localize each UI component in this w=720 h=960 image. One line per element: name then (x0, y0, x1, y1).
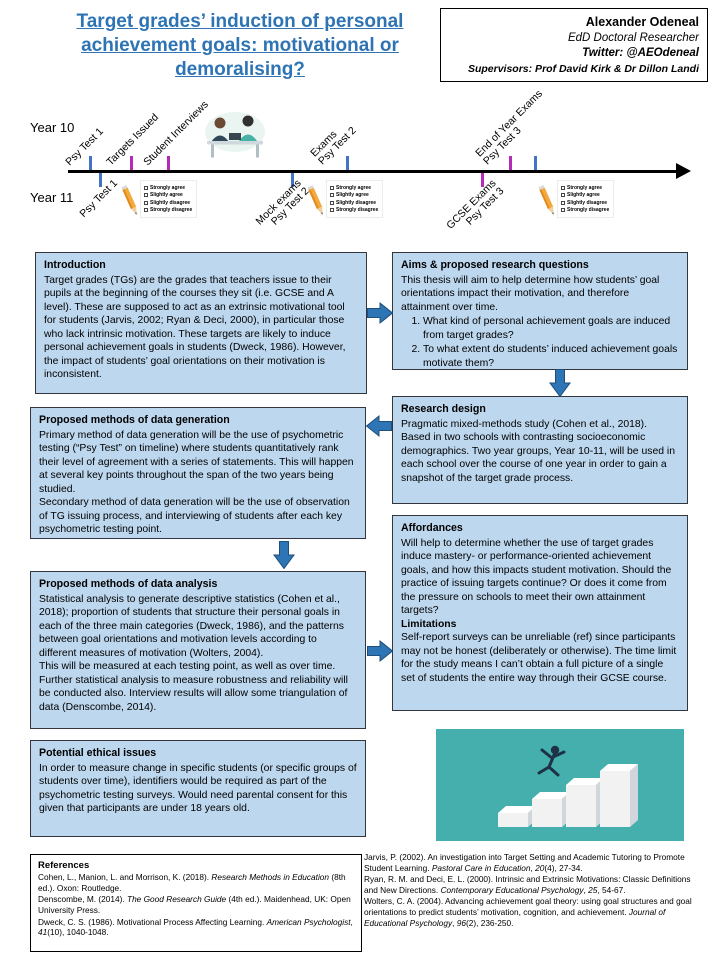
year11-label: Year 11 (30, 190, 74, 205)
timeline-event-label: Mock exams Psy Test 2 (253, 177, 312, 228)
section-body: This will be measured at each testing po… (39, 661, 348, 713)
stairs-success-illustration (436, 729, 684, 841)
timeline-tick (99, 173, 102, 187)
section-introduction: Introduction Target grades (TGs) are the… (35, 252, 367, 394)
section-aims: Aims & proposed research questions This … (392, 252, 688, 370)
timeline-tick (167, 156, 170, 170)
timeline-tick (481, 173, 484, 187)
timeline-event-label: End of Year Exams Psy Test 3 (473, 88, 545, 168)
survey-option: Slightly agree (561, 192, 610, 198)
reference-item: Dweck, C. S. (1986). Motivational Proces… (38, 916, 353, 938)
timeline-tick (509, 156, 512, 170)
author-supervisors: Supervisors: Prof David Kirk & Dr Dillon… (467, 62, 699, 75)
reference-item: Ryan, R. M. and Deci, E. L. (2000). Intr… (364, 874, 691, 895)
reference-item: Wolters, C. A. (2004). Advancing achieve… (364, 896, 692, 928)
timeline-tick (346, 156, 349, 170)
author-role: EdD Doctoral Researcher (567, 31, 699, 44)
checkbox-icon (561, 193, 565, 197)
checkbox-icon (330, 185, 334, 190)
section-data-analysis: Proposed methods of data analysis Statis… (30, 571, 366, 729)
section-data-generation: Proposed methods of data generation Prim… (30, 407, 366, 539)
survey-option: Strongly agree (561, 185, 610, 191)
section-heading: Proposed methods of data generation (39, 414, 230, 426)
survey-option: Strongly disagree (330, 207, 379, 213)
section-body: Pragmatic mixed-methods study (Cohen et … (401, 418, 675, 484)
pencil-icon (121, 185, 137, 215)
research-questions-list: What kind of personal achievement goals … (401, 315, 679, 369)
pencil-icon (307, 185, 323, 215)
timeline-event-label: Exams Psy Test 2 (308, 125, 359, 168)
flow-arrow-right-icon (367, 301, 393, 325)
section-body: Self-report surveys can be unreliable (r… (401, 632, 677, 684)
checkbox-icon (561, 208, 565, 212)
survey-option: Strongly agree (144, 185, 193, 191)
checkbox-icon (330, 193, 334, 197)
research-question: What kind of personal achievement goals … (423, 315, 679, 342)
section-research-design: Research design Pragmatic mixed-methods … (392, 396, 688, 504)
reference-item: Denscombe, M. (2014). The Good Research … (38, 894, 351, 915)
flow-arrow-down-icon (549, 369, 571, 397)
survey-option: Slightly disagree (144, 200, 193, 206)
reference-item: Cohen, L., Manion, L. and Morrison, K. (… (38, 872, 346, 893)
section-body: This thesis will aim to help determine h… (401, 274, 660, 313)
references-box: References Cohen, L., Manion, L. and Mor… (30, 854, 362, 952)
interview-people-illustration (205, 112, 265, 158)
pencil-icon (538, 185, 554, 215)
limitations-heading: Limitations (401, 618, 457, 630)
timeline-axis (68, 170, 680, 173)
author-name: Alexander Odeneal (585, 15, 699, 29)
survey-option: Slightly disagree (330, 200, 379, 206)
references-heading: References (38, 860, 90, 871)
reference-item: Jarvis, P. (2002). An investigation into… (364, 852, 685, 873)
references-column-right: Jarvis, P. (2002). An investigation into… (364, 852, 698, 929)
timeline-tick (89, 156, 92, 170)
section-affordances-limitations: Affordances Will help to determine wheth… (392, 515, 688, 711)
survey-option: Slightly agree (330, 192, 379, 198)
year10-label: Year 10 (30, 120, 75, 135)
survey-card: Strongly agree Slightly agree Slightly d… (557, 180, 614, 218)
section-body: Primary method of data generation will b… (39, 429, 354, 495)
section-body: In order to measure change in specific s… (39, 762, 357, 815)
section-body: Statistical analysis to generate descrip… (39, 593, 344, 659)
checkbox-icon (144, 208, 148, 212)
checkbox-icon (561, 185, 565, 190)
timeline-event-label: GCSE Exams Psy Test 3 (444, 177, 507, 232)
survey-option: Strongly agree (330, 185, 379, 191)
survey-option: Slightly agree (144, 192, 193, 198)
section-ethical-issues: Potential ethical issues In order to mea… (30, 740, 366, 837)
section-body: Will help to determine whether the use o… (401, 537, 672, 617)
poster-title: Target grades’ induction of personal ach… (76, 11, 404, 80)
survey-card: Strongly agree Slightly agree Slightly d… (326, 180, 383, 218)
checkbox-icon (144, 193, 148, 197)
timeline-tick (291, 173, 294, 187)
section-heading: Aims & proposed research questions (401, 259, 589, 271)
timeline-event-label: Student Interviews (141, 98, 211, 168)
section-heading: Proposed methods of data analysis (39, 578, 218, 590)
section-body: Target grades (TGs) are the grades that … (44, 274, 346, 381)
survey-card: Strongly agree Slightly agree Slightly d… (140, 180, 197, 218)
checkbox-icon (144, 200, 148, 205)
checkbox-icon (330, 208, 334, 212)
section-heading: Affordances (401, 522, 463, 534)
flow-arrow-left-icon (366, 414, 392, 438)
survey-option: Slightly disagree (561, 200, 610, 206)
checkbox-icon (561, 200, 565, 205)
research-question: To what extent do students’ induced achi… (423, 343, 679, 369)
survey-option: Strongly disagree (144, 207, 193, 213)
author-twitter: Twitter: @AEOdeneal (582, 47, 699, 60)
checkbox-icon (330, 200, 334, 205)
timeline-tick (534, 156, 537, 170)
study-timeline: Year 10 Year 11 Psy Test 1 Targets Issue… (0, 88, 720, 240)
checkbox-icon (144, 185, 148, 190)
flow-arrow-right-icon (367, 639, 393, 663)
section-body: Secondary method of data generation will… (39, 497, 350, 536)
author-box: Alexander Odeneal EdD Doctoral Researche… (440, 8, 708, 83)
section-heading: Research design (401, 403, 486, 415)
survey-option: Strongly disagree (561, 207, 610, 213)
section-heading: Potential ethical issues (39, 747, 157, 759)
timeline-tick (130, 156, 133, 170)
section-heading: Introduction (44, 259, 106, 271)
flow-arrow-down-icon (273, 541, 295, 569)
timeline-arrowhead-icon (676, 163, 691, 179)
